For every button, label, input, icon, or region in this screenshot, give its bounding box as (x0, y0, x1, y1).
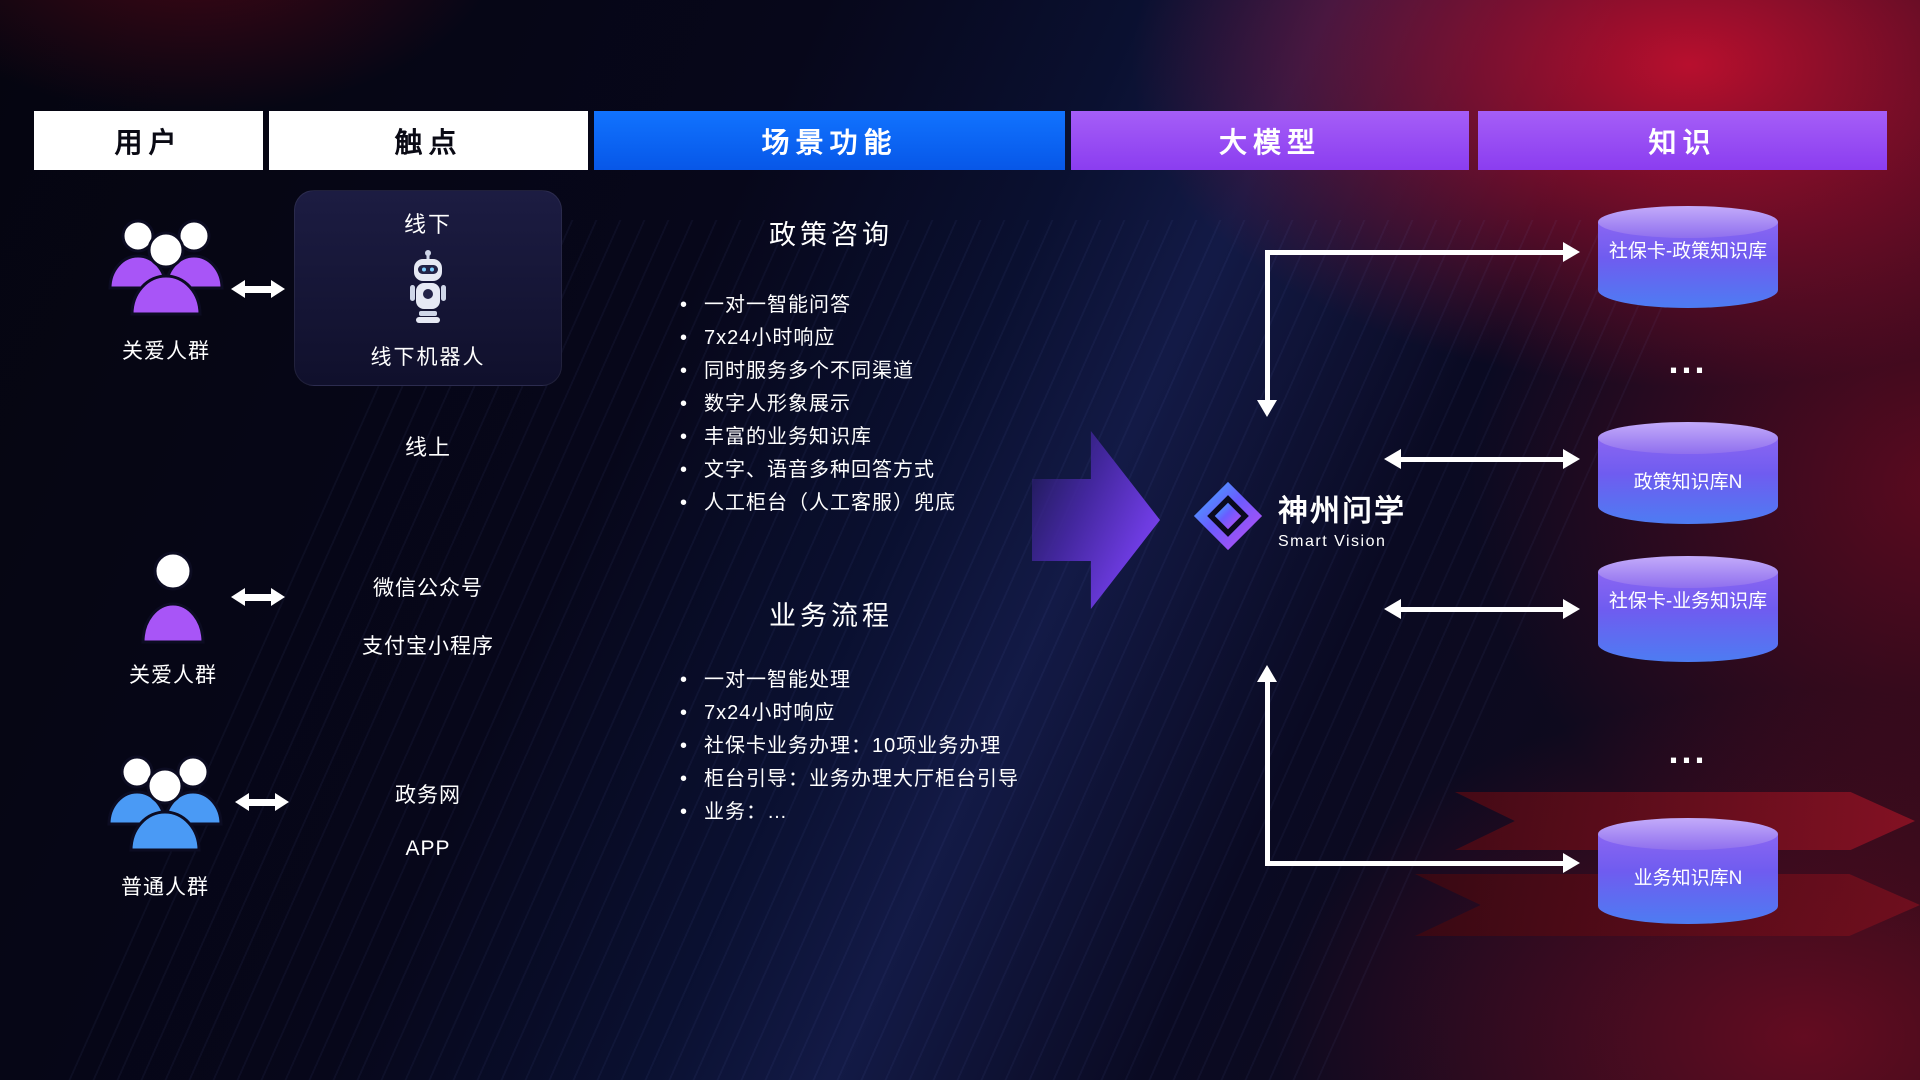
list-item: 一对一智能处理 (678, 664, 1019, 697)
list-item: 社保卡业务办理：10项业务办理 (678, 730, 1019, 763)
flow-arrow-icon (1032, 431, 1160, 609)
list-item: 7x24小时响应 (678, 697, 1019, 730)
column-header-model: 大模型 (1071, 111, 1469, 170)
connector-mid1-line (1399, 457, 1565, 462)
offline-touchpoint-panel: 线下 线下机器人 (294, 190, 562, 386)
user-care-group-2: 关爱人群 (118, 548, 228, 689)
connector-bottom-right-head (1563, 853, 1580, 873)
touchpoint-app: APP (405, 837, 451, 860)
connector-top-down-head (1257, 400, 1277, 417)
connector-top-horizontal (1265, 250, 1565, 255)
cylinder-top (1598, 206, 1778, 238)
connector-top-right-head (1563, 242, 1580, 262)
person-icon (139, 548, 207, 649)
column-header-knowledge: 知识 (1478, 111, 1887, 170)
arrow-left-head (222, 588, 245, 606)
offline-title: 线下 (403, 212, 452, 237)
list-item: 文字、语音多种回答方式 (678, 454, 956, 487)
list-item: 丰富的业务知识库 (678, 421, 956, 454)
policy-feature-list: 一对一智能问答 7x24小时响应 同时服务多个不同渠道 数字人形象展示 丰富的业… (678, 289, 956, 520)
diamond-logo-icon (1192, 480, 1264, 557)
connector-top-vertical (1265, 250, 1270, 402)
arrow-bar (249, 798, 275, 806)
touchpoint-alipay: 支付宝小程序 (362, 635, 494, 658)
bidirectional-arrow-icon (222, 588, 294, 606)
kb-label: 业务知识库N (1633, 868, 1743, 889)
arrow-left-head (222, 280, 245, 298)
user-ordinary-group: 普通人群 (90, 744, 240, 901)
people-group-icon (103, 744, 227, 861)
connector-bottom-up-head (1257, 665, 1277, 682)
arrow-bar (245, 285, 271, 293)
touchpoint-wechat: 微信公众号 (373, 577, 483, 600)
user-care-group-1: 关爱人群 (96, 208, 236, 365)
connector-mid2-left-head (1384, 599, 1401, 619)
list-item: 人工柜台（人工客服）兜底 (678, 487, 956, 520)
kb-business-n: 业务知识库N (1598, 818, 1778, 924)
touchpoint-gov-web: 政务网 (395, 784, 461, 807)
connector-mid2-right-head (1563, 599, 1580, 619)
scene-title-policy: 政策咨询 (769, 220, 893, 250)
model-logo: 神州问学 Smart Vision (1192, 480, 1406, 557)
list-item: 数字人形象展示 (678, 388, 956, 421)
kb-label: 社保卡-政策知识库 (1608, 241, 1768, 262)
column-header-touchpoints-label: 触点 (394, 126, 463, 158)
column-header-knowledge-label: 知识 (1648, 126, 1717, 158)
list-item: 7x24小时响应 (678, 322, 956, 355)
bidirectional-arrow-icon (222, 280, 294, 298)
robot-label: 线下机器人 (370, 346, 486, 369)
connector-bottom-horizontal (1265, 861, 1565, 866)
online-title: 线上 (404, 435, 451, 460)
column-header-users: 用户 (34, 111, 263, 170)
model-name: 神州问学 (1278, 495, 1406, 528)
list-item: 业务：… (678, 796, 1019, 829)
kb-social-policy: 社保卡-政策知识库 (1598, 206, 1778, 308)
list-item: 柜台引导：业务办理大厅柜台引导 (678, 763, 1019, 796)
column-header-touchpoints: 触点 (269, 111, 588, 170)
kb-social-business: 社保卡-业务知识库 (1598, 556, 1778, 662)
more-databases-indicator: ... (1668, 730, 1708, 771)
cylinder-top (1598, 422, 1778, 454)
arrow-left-head (226, 793, 249, 811)
connector-bottom-vertical (1265, 681, 1270, 866)
user-label: 普通人群 (121, 876, 209, 899)
more-databases-indicator: ... (1668, 340, 1708, 381)
user-label: 关爱人群 (129, 664, 217, 687)
connector-mid2-line (1399, 607, 1565, 612)
arrow-bar (245, 593, 271, 601)
column-header-scenes-label: 场景功能 (761, 126, 898, 158)
column-header-scenes: 场景功能 (594, 111, 1065, 170)
people-group-icon (104, 208, 228, 325)
connector-mid1-left-head (1384, 449, 1401, 469)
scene-title-business: 业务流程 (769, 601, 893, 631)
user-label: 关爱人群 (122, 340, 210, 363)
cylinder-top (1598, 818, 1778, 850)
robot-icon (406, 249, 450, 332)
business-feature-list: 一对一智能处理 7x24小时响应 社保卡业务办理：10项业务办理 柜台引导：业务… (678, 664, 1019, 829)
column-header-model-label: 大模型 (1218, 126, 1321, 158)
list-item: 同时服务多个不同渠道 (678, 355, 956, 388)
kb-label: 社保卡-业务知识库 (1608, 591, 1768, 612)
kb-policy-n: 政策知识库N (1598, 422, 1778, 524)
arrow-right-head (275, 793, 298, 811)
bidirectional-arrow-icon (226, 793, 298, 811)
cylinder-top (1598, 556, 1778, 588)
kb-label: 政策知识库N (1633, 472, 1743, 493)
connector-mid1-right-head (1563, 449, 1580, 469)
arrow-right-head (271, 280, 294, 298)
list-item: 一对一智能问答 (678, 289, 956, 322)
arrow-right-head (271, 588, 294, 606)
column-header-users-label: 用户 (114, 126, 183, 158)
model-subtitle: Smart Vision (1278, 533, 1387, 550)
